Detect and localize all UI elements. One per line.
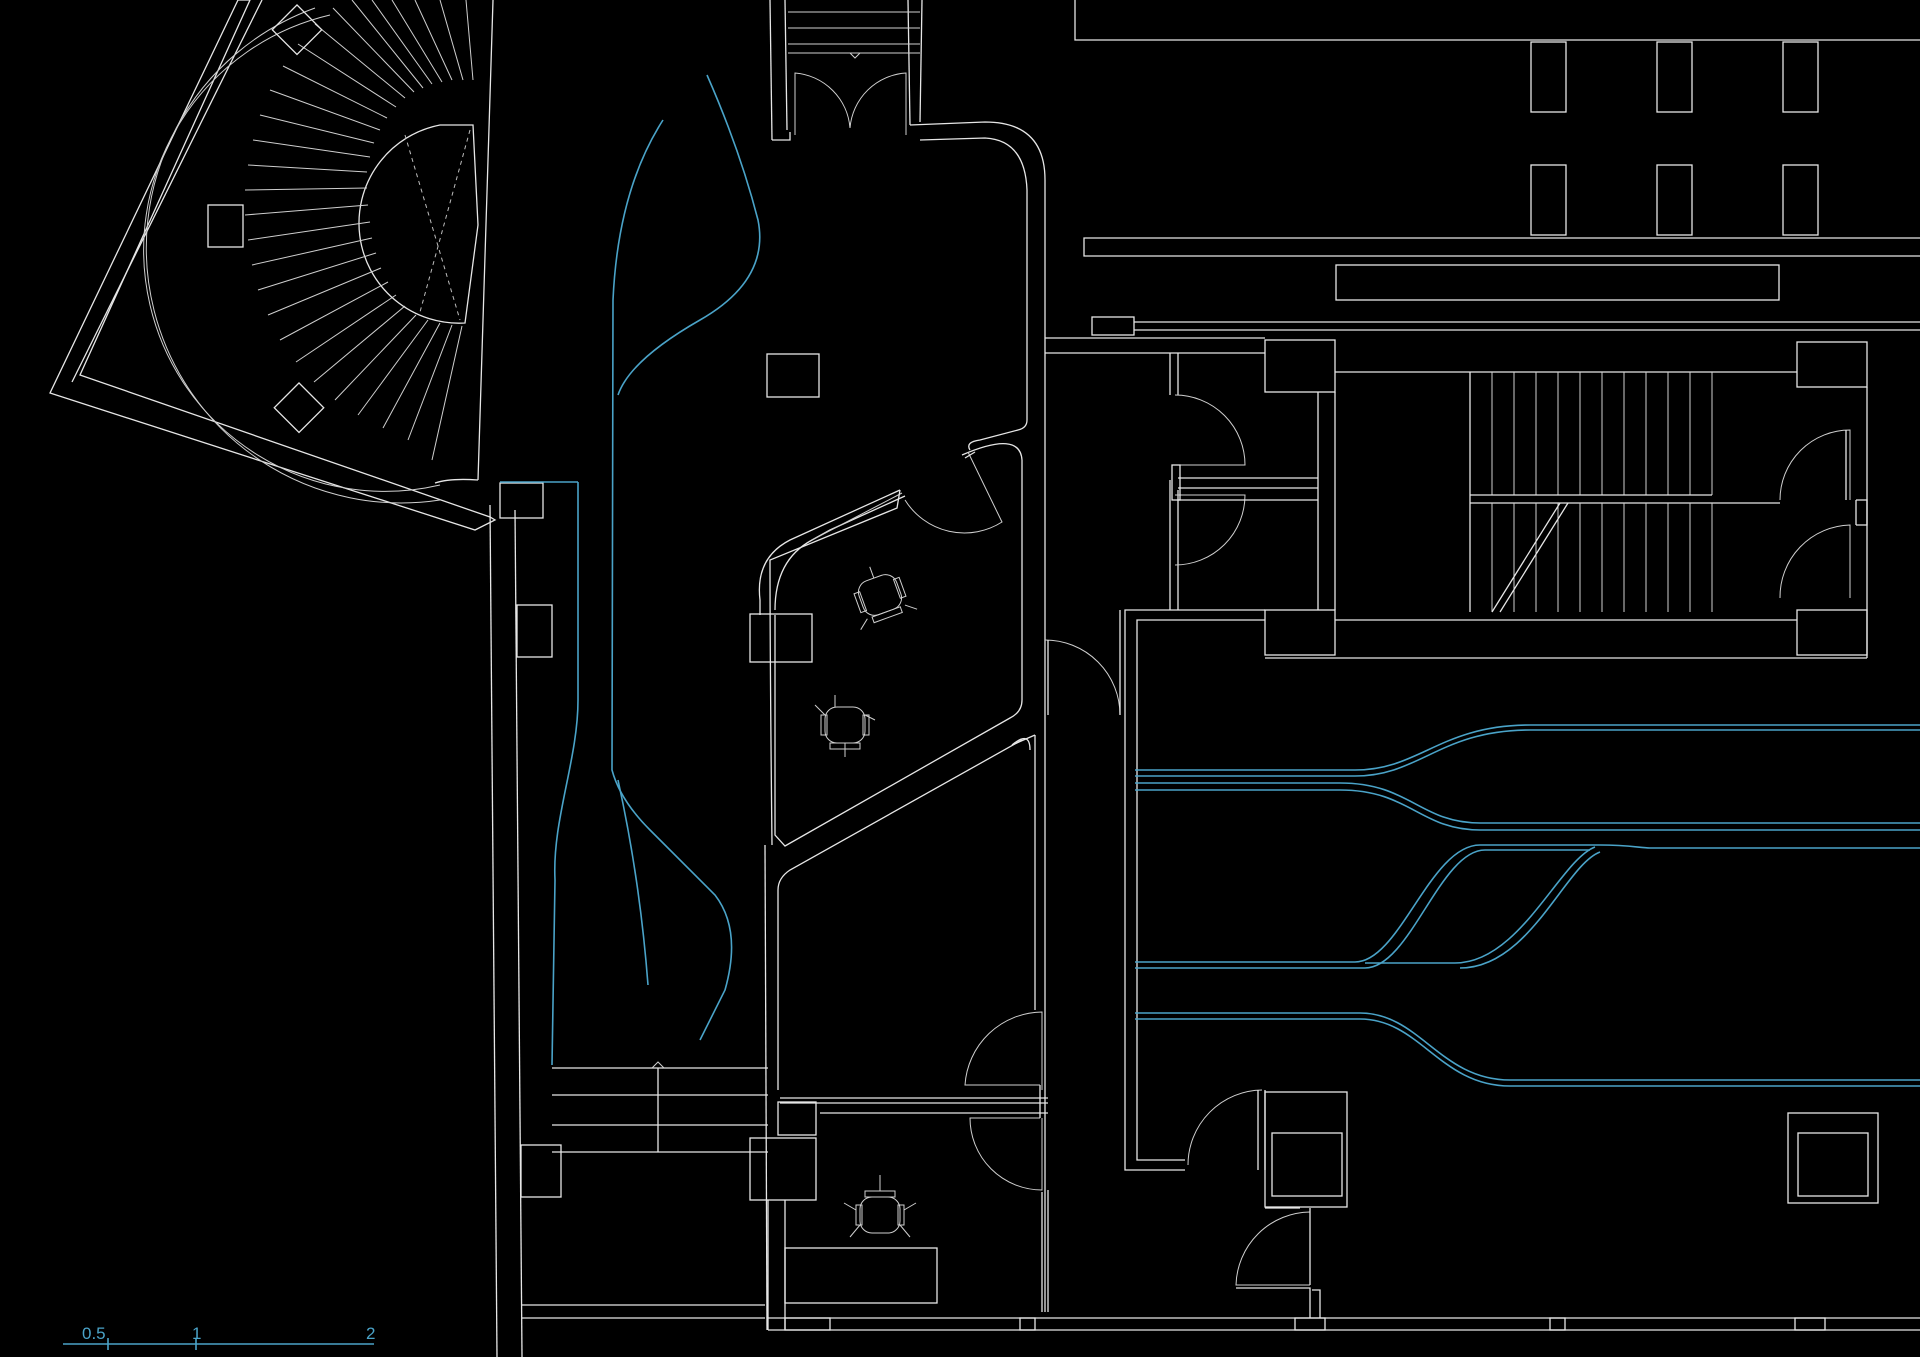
bottom-wall: [522, 1304, 1920, 1331]
spiral-staircase: [49, 0, 497, 531]
stair-treads: [244, 0, 474, 461]
left-corridor-walls: [489, 481, 579, 1357]
scale-label: 0.5: [82, 1324, 106, 1343]
scale-label: 2: [366, 1324, 375, 1343]
office-chair: [814, 695, 876, 757]
curved-partitions: [611, 74, 761, 1041]
right-stair-core: [1169, 339, 1868, 659]
office-chair: [853, 566, 918, 630]
lobby-room: [749, 0, 1046, 1331]
upper-right-section: [1045, 0, 1920, 354]
lower-stair-reception: [552, 1011, 1049, 1330]
right-office: [1044, 609, 1879, 1318]
workstation-curves: [1135, 724, 1920, 1087]
scale-label: 1: [192, 1324, 201, 1343]
office-chair: [843, 1175, 917, 1238]
scale-bar: 0.5 1 2: [63, 1324, 375, 1350]
